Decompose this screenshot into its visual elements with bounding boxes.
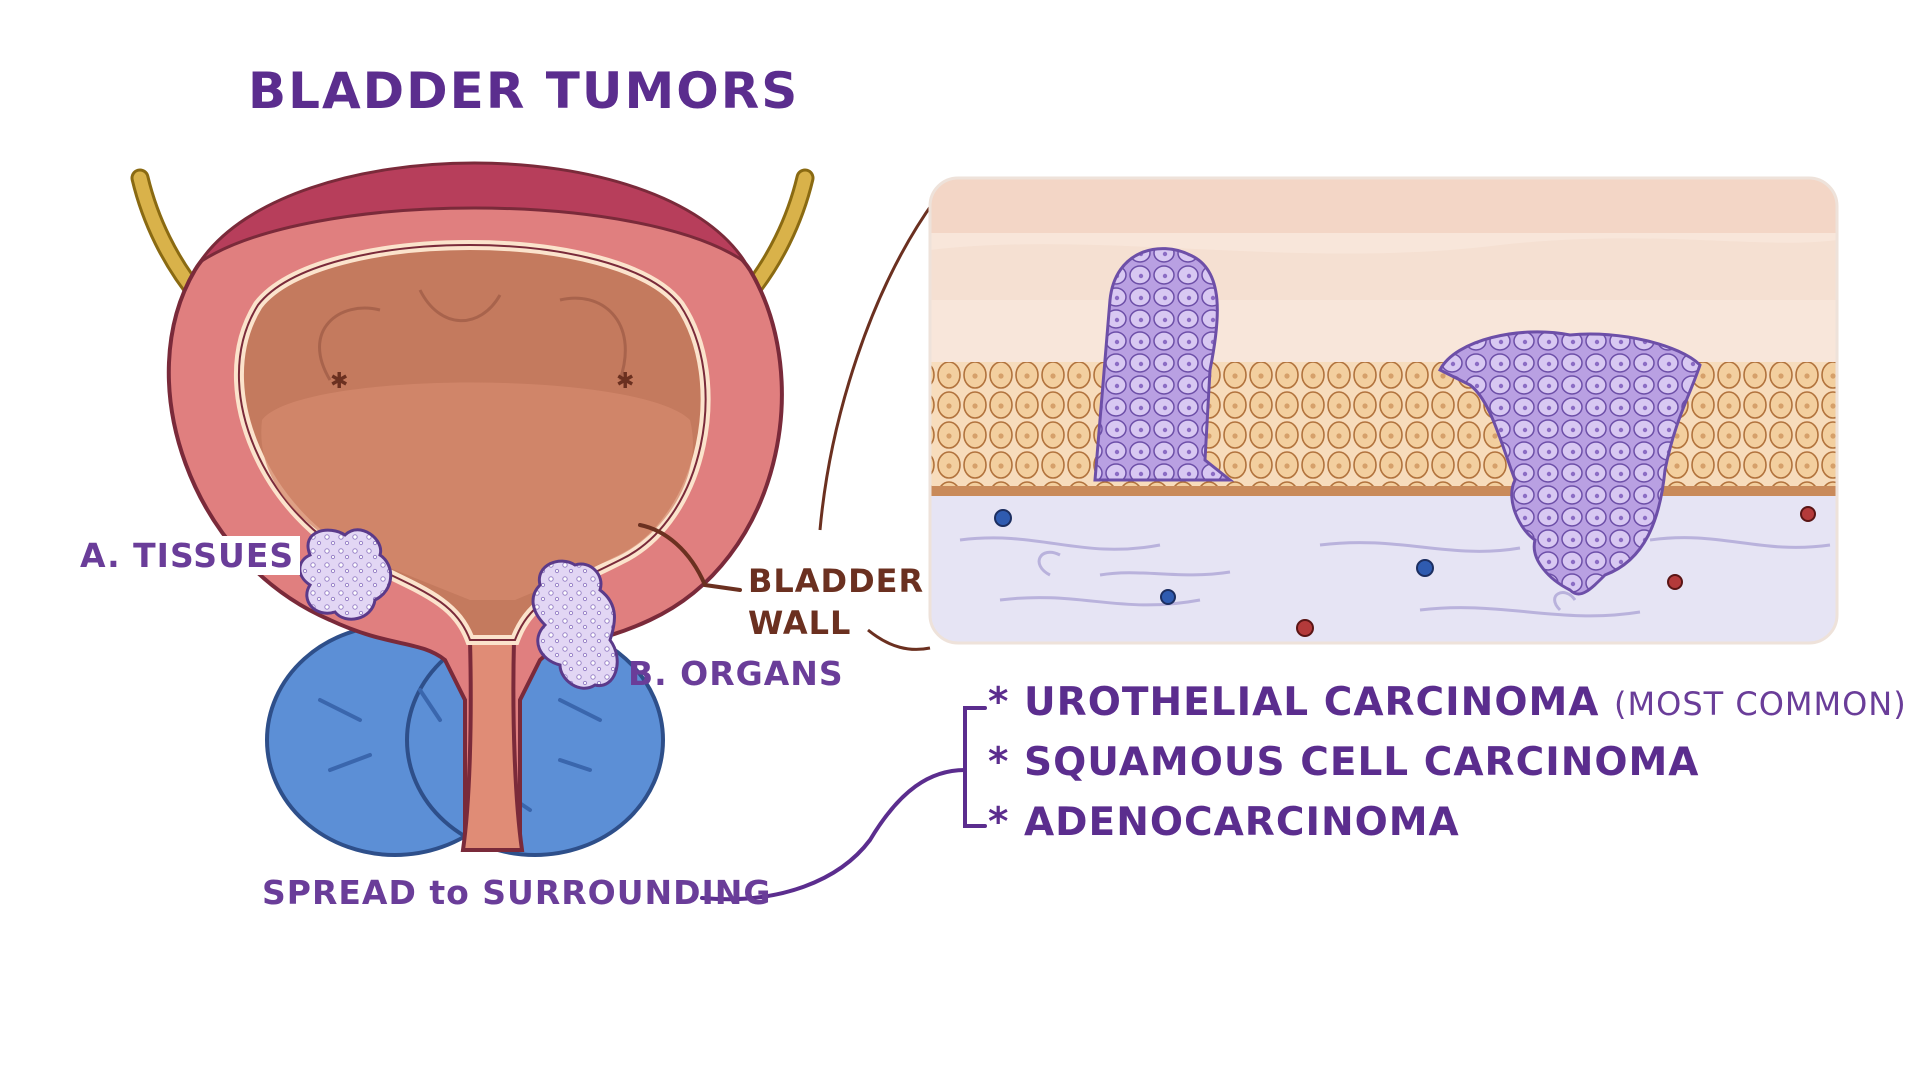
svg-text:✱: ✱ xyxy=(616,369,634,394)
svg-text:✱: ✱ xyxy=(330,369,348,394)
bladder-wall-bracket xyxy=(638,523,742,592)
label-tissues: A. TISSUES xyxy=(74,536,301,575)
wall-to-panel-line-bottom xyxy=(867,628,931,651)
tumor-type-name: ADENOCARCINOMA xyxy=(1024,800,1460,845)
label-organs: B. ORGANS xyxy=(628,654,844,693)
wall-to-panel-line xyxy=(818,199,937,531)
urethra xyxy=(460,638,525,852)
tumor-type-item: * SQUAMOUS CELL CARCINOMA xyxy=(988,740,1700,785)
label-bladder-wall: BLADDER WALL xyxy=(748,560,924,644)
tumor-tissues xyxy=(298,528,393,621)
asterisk-icon: * xyxy=(988,740,1010,785)
cross-section-panel xyxy=(930,178,1837,643)
label-bladder-wall-line2: WALL xyxy=(748,604,852,642)
types-bracket xyxy=(963,706,987,828)
asterisk-icon: * xyxy=(988,680,1010,725)
bladder-dome xyxy=(198,161,747,264)
tumor-type-name: UROTHELIAL CARCINOMA xyxy=(1024,680,1600,725)
epithelium-layer xyxy=(930,362,1837,487)
connective-tissue xyxy=(930,496,1837,643)
tumor-type-item: * ADENOCARCINOMA xyxy=(988,800,1460,845)
label-spread: SPREAD to SURROUNDING xyxy=(262,873,772,912)
label-bladder-wall-line1: BLADDER xyxy=(748,562,925,600)
asterisk-icon: * xyxy=(988,800,1010,845)
tumor-type-item: * UROTHELIAL CARCINOMA (MOST COMMON) xyxy=(988,680,1907,725)
tumor-type-name: SQUAMOUS CELL CARCINOMA xyxy=(1024,740,1700,785)
papillary-tumor xyxy=(1093,247,1235,482)
spread-connector xyxy=(700,768,967,902)
tumor-organs xyxy=(531,559,619,690)
diagram-title: BLADDER TUMORS xyxy=(248,62,800,120)
tumor-type-note: (MOST COMMON) xyxy=(1614,685,1907,723)
invasive-tumor xyxy=(1437,330,1702,596)
